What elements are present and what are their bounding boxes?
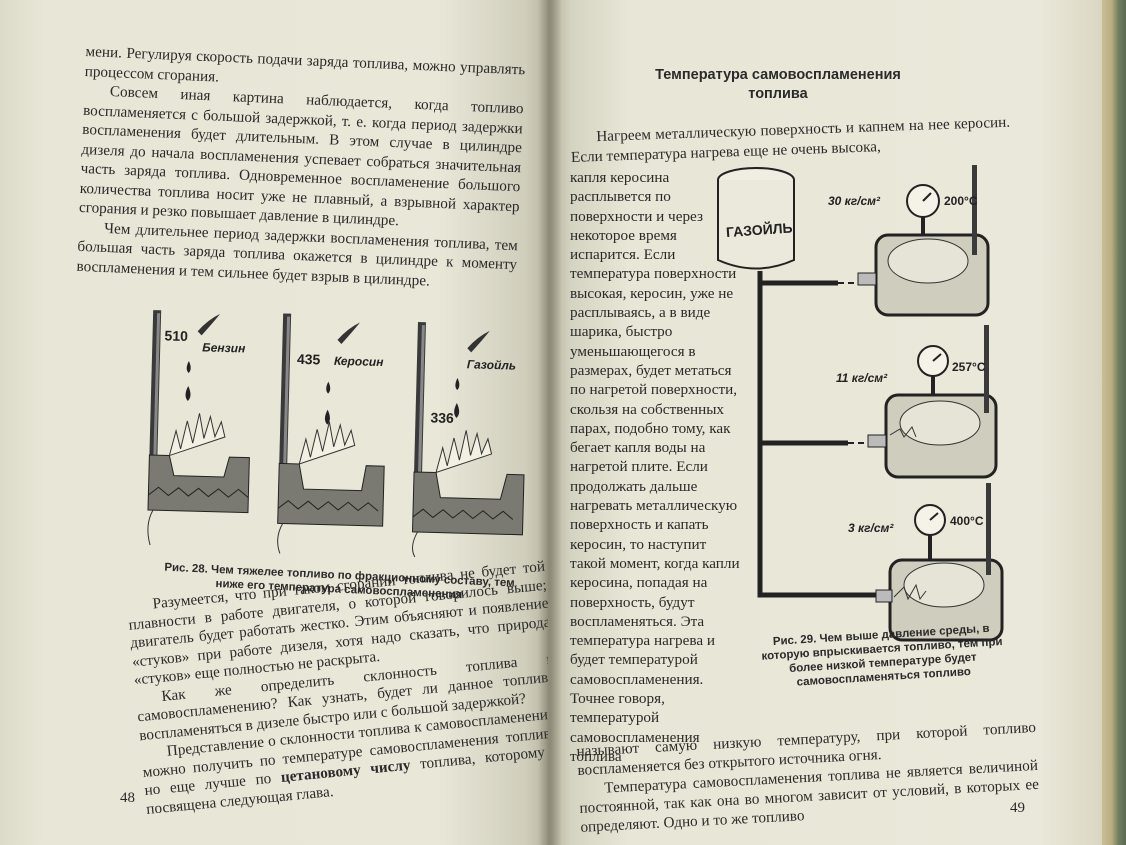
- drop-icon: [455, 378, 460, 391]
- caption-number: Рис. 28.: [164, 561, 209, 576]
- temperature-label: 257°С: [952, 360, 986, 374]
- temp-label: 510: [164, 327, 188, 344]
- drop-icon: [186, 361, 191, 374]
- chamber-row: 3 кг/см² 400°С: [848, 483, 1004, 642]
- caption-number: Рис. 29.: [772, 633, 817, 648]
- figure-28-fuel-ignition: 510 Бензин 435 Керосин: [147, 310, 525, 558]
- pressure-label: 30 кг/см²: [828, 194, 881, 208]
- left-page: мени. Регулируя скорость подачи заряда т…: [0, 0, 548, 845]
- temperature-label: 200°С: [944, 194, 978, 208]
- figure-29-pressure-diagram: ГАЗОЙЛЬ 30 кг/см² 200°С: [717, 165, 1004, 642]
- temperature-label: 400°С: [950, 514, 984, 528]
- fuel-tank: ГАЗОЙЛЬ: [717, 167, 795, 270]
- temp-label: 435: [297, 351, 321, 368]
- page-number-left: 48: [120, 790, 135, 806]
- pressure-label: 11 кг/см²: [836, 371, 888, 385]
- paragraph: капля керосина расплывется по поверхност…: [570, 169, 740, 765]
- drop-icon: [185, 386, 191, 402]
- chamber-row: 30 кг/см² 200°С: [828, 165, 990, 317]
- nozzle-icon: [467, 330, 490, 353]
- figure-item-gasoil: 336 Газойль: [411, 322, 525, 558]
- fuel-label: Газойль: [467, 357, 516, 372]
- page-number-right: 49: [1010, 800, 1025, 816]
- page-edges: [1102, 0, 1126, 845]
- nozzle-icon: [337, 322, 360, 345]
- drop-icon: [326, 381, 331, 394]
- right-intro: Нагреем металлическую поверхность и капн…: [570, 113, 1011, 166]
- fuel-label: Бензин: [202, 340, 246, 355]
- figure-item-kerosene: 435 Керосин: [277, 313, 385, 554]
- left-bottom-text: Разумеется, что при таком сгорании топли…: [126, 558, 548, 819]
- tank-label: ГАЗОЙЛЬ: [725, 218, 793, 240]
- drop-icon: [454, 403, 460, 419]
- figure-item-gasoline: 510 Бензин: [147, 310, 250, 546]
- drop-icon: [324, 409, 330, 425]
- book-gutter: [538, 0, 562, 845]
- nozzle-icon: [197, 313, 221, 336]
- caption-text: Чем выше давление среды, в которую впрыс…: [761, 622, 1003, 689]
- right-page: Температура самовоспламенения топлива На…: [548, 0, 1126, 845]
- section-heading: Температура самовоспламенения топлива: [655, 67, 901, 102]
- paragraph: Совсем иная картина наблюдается, когда т…: [78, 83, 524, 230]
- pressure-label: 3 кг/см²: [848, 521, 894, 535]
- left-top-text: мени. Регулируя скорость подачи заряда т…: [76, 42, 525, 294]
- chamber-row: 11 кг/см² 257°С: [836, 325, 998, 479]
- temp-label: 336: [430, 409, 454, 426]
- right-column-text: капля керосина расплывется по поверхност…: [570, 168, 745, 766]
- fuel-label: Керосин: [334, 354, 385, 369]
